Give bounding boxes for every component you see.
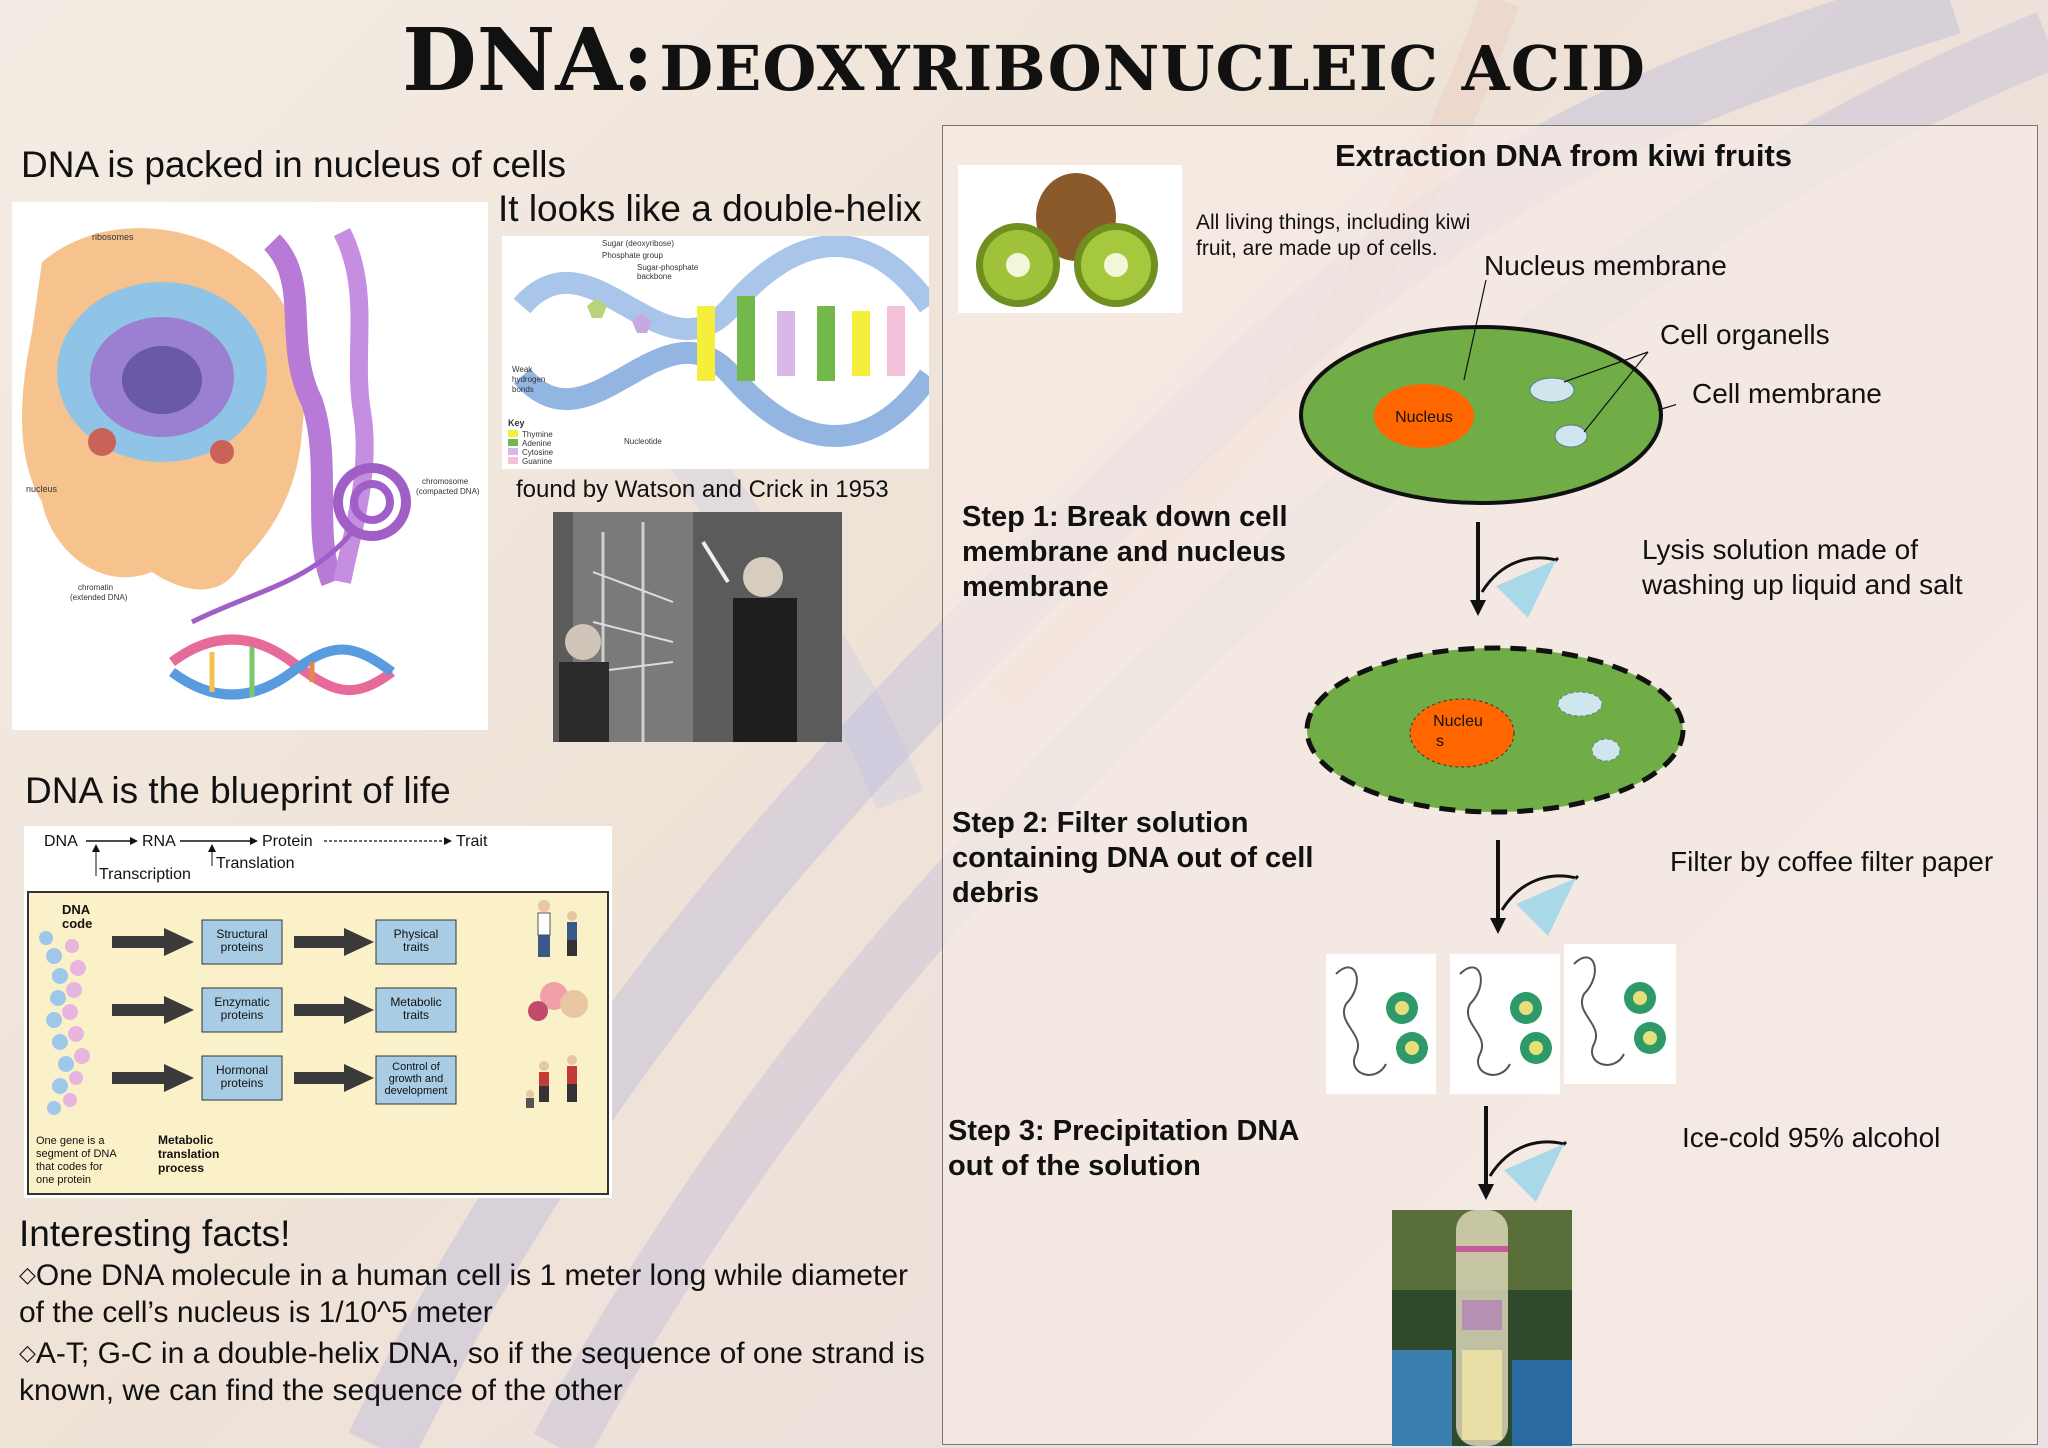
lysed-cell-diagram: Nucleu s bbox=[1304, 645, 1686, 815]
blueprint-diagram: DNA RNA Protein Trait Transcription Tran… bbox=[24, 826, 612, 1198]
flow-protein: Protein bbox=[262, 833, 313, 850]
svg-text:(extended DNA): (extended DNA) bbox=[70, 593, 128, 602]
svg-text:Guanine: Guanine bbox=[522, 457, 553, 466]
alcohol-text: Ice-cold 95% alcohol bbox=[1682, 1122, 1941, 1153]
nucleus-label-broken-1: Nucleu bbox=[1433, 713, 1483, 730]
arrow-down-icon bbox=[1478, 1106, 1568, 1202]
diamond-bullet-icon: ◇ bbox=[19, 1262, 36, 1287]
fact-item: ◇A-T; G-C in a double-helix DNA, so if t… bbox=[19, 1337, 925, 1407]
double-helix-image: Sugar (deoxyribose) Phosphate group Suga… bbox=[502, 236, 929, 469]
watson-crick-photo bbox=[553, 512, 842, 742]
svg-text:Key: Key bbox=[508, 418, 525, 428]
helix-heading: It looks like a double-helix bbox=[498, 188, 922, 229]
lysis-text: Lysis solution made of washing up liquid… bbox=[1642, 534, 1963, 600]
diamond-bullet-icon: ◇ bbox=[19, 1340, 36, 1365]
svg-text:Nucleotide: Nucleotide bbox=[624, 437, 662, 446]
svg-text:DNA: DNA bbox=[62, 902, 91, 917]
cell-diagram-image: ribosomes nucleus chromosome (compacted … bbox=[12, 202, 488, 730]
svg-text:Cytosine: Cytosine bbox=[522, 448, 554, 457]
facts-list: ◇One DNA molecule in a human cell is 1 m… bbox=[19, 1256, 929, 1409]
svg-text:backbone: backbone bbox=[637, 272, 672, 281]
nucleus-label-broken-2: s bbox=[1436, 733, 1444, 750]
kiwi-image bbox=[958, 165, 1182, 313]
svg-text:Sugar (deoxyribose): Sugar (deoxyribose) bbox=[602, 239, 674, 248]
svg-text:Weak: Weak bbox=[512, 365, 533, 374]
svg-text:bonds: bonds bbox=[512, 385, 534, 394]
facts-heading: Interesting facts! bbox=[19, 1213, 291, 1254]
flow-rna: RNA bbox=[142, 833, 176, 850]
cell-membrane-label: Cell membrane bbox=[1692, 378, 1882, 409]
nucleus-label: Nucleus bbox=[1395, 409, 1453, 426]
packed-heading: DNA is packed in nucleus of cells bbox=[21, 144, 566, 185]
svg-text:hydrogen: hydrogen bbox=[512, 375, 545, 384]
step-1: Step 1: Break down cell membrane and nuc… bbox=[962, 501, 1288, 603]
step-3: Step 3: Precipitation DNA out of the sol… bbox=[948, 1115, 1299, 1182]
blueprint-heading: DNA is the blueprint of life bbox=[25, 770, 451, 811]
dna-strands-image bbox=[1326, 944, 1676, 1094]
arrow-down-icon bbox=[1490, 840, 1580, 936]
svg-text:Thymine: Thymine bbox=[522, 430, 553, 439]
filter-text: Filter by coffee filter paper bbox=[1670, 846, 1994, 877]
intact-cell-diagram: Nucleus bbox=[1299, 280, 1676, 505]
svg-text:Adenine: Adenine bbox=[522, 439, 552, 448]
svg-text:chromosome: chromosome bbox=[422, 477, 469, 486]
svg-text:(compacted DNA): (compacted DNA) bbox=[416, 487, 480, 496]
flow-dna: DNA bbox=[44, 833, 78, 850]
arrow-down-icon bbox=[1470, 522, 1560, 618]
nucleus-membrane-label: Nucleus membrane bbox=[1484, 250, 1727, 281]
flow-transcription: Transcription bbox=[99, 866, 191, 883]
title-sub: DEOXYRIBONUCLEIC ACID bbox=[659, 32, 1646, 105]
svg-text:Sugar-phosphate: Sugar-phosphate bbox=[637, 263, 699, 272]
title-main: DNA: bbox=[402, 10, 654, 111]
kiwi-text: All living things, including kiwi fruit,… bbox=[1196, 211, 1471, 260]
cell-organells-label: Cell organells bbox=[1660, 319, 1830, 350]
extraction-title: Extraction DNA from kiwi fruits bbox=[1335, 138, 1793, 173]
fact-item: ◇One DNA molecule in a human cell is 1 m… bbox=[19, 1259, 909, 1329]
svg-text:Phosphate group: Phosphate group bbox=[602, 251, 663, 260]
svg-text:chromatin: chromatin bbox=[78, 583, 113, 592]
step-2: Step 2: Filter solution containing DNA o… bbox=[952, 807, 1314, 909]
poster-title: DNA: DEOXYRIBONUCLEIC ACID bbox=[0, 10, 2048, 111]
flow-translation: Translation bbox=[216, 855, 295, 872]
svg-text:code: code bbox=[62, 916, 92, 931]
svg-text:nucleus: nucleus bbox=[26, 484, 58, 494]
test-tube-photo bbox=[1392, 1210, 1572, 1446]
found-caption: found by Watson and Crick in 1953 bbox=[516, 476, 889, 503]
flow-trait: Trait bbox=[456, 833, 488, 850]
svg-text:ribosomes: ribosomes bbox=[92, 232, 134, 242]
